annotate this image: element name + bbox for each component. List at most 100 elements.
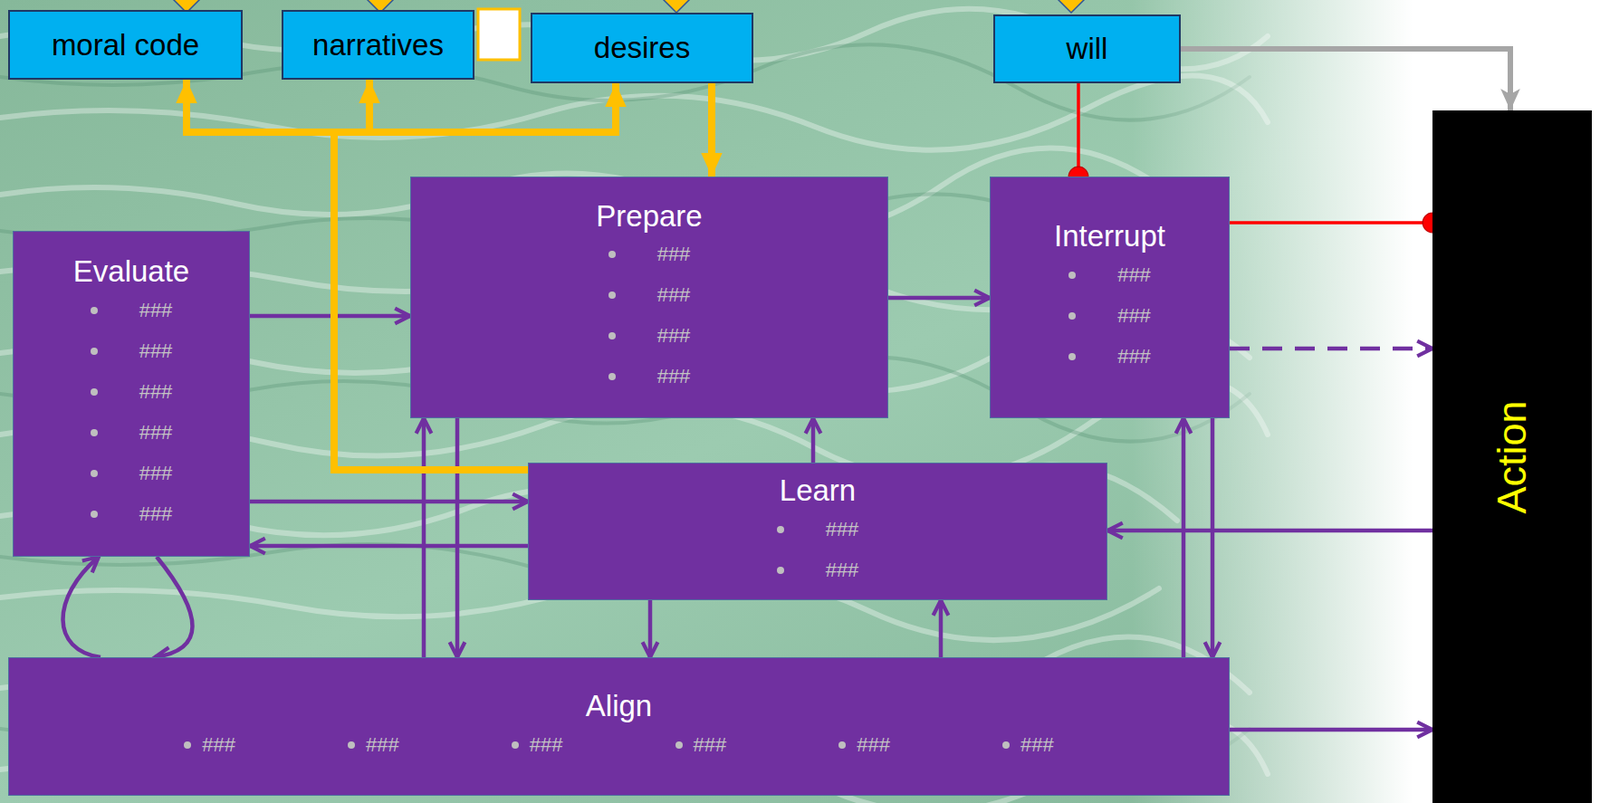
connector-line	[1181, 418, 1187, 658]
bullet-item: ###	[511, 724, 564, 766]
bullet-dot	[511, 741, 519, 749]
bullet-text: ###	[139, 339, 173, 364]
connector-line	[1180, 48, 1511, 111]
connector-arrow	[711, 83, 713, 177]
input-box: moral code	[8, 9, 243, 80]
bullet-dot	[90, 469, 98, 478]
bullet-text: ###	[825, 517, 860, 542]
bullet-dot	[608, 373, 616, 381]
connector-line	[1229, 220, 1433, 225]
connector-group	[62, 48, 1511, 730]
connector-arrow	[1229, 729, 1433, 731]
yellow-diamond	[663, 0, 690, 13]
bullet-dot	[608, 250, 616, 259]
bullet-text: ###	[1020, 733, 1054, 757]
bullet-dot	[90, 510, 98, 518]
bullet-item: ###	[608, 275, 691, 317]
input-box: will	[993, 14, 1181, 84]
action-bar: Action	[1432, 110, 1592, 803]
connector-arrow	[249, 316, 411, 317]
box-title: narratives	[303, 27, 453, 64]
box-title: moral code	[42, 27, 209, 64]
connector-line	[62, 556, 101, 658]
bullet-dot	[90, 388, 98, 396]
connector-line	[648, 600, 653, 658]
connector-arrow	[1078, 83, 1080, 177]
process-box: Align ### ### ### ### ### ###	[8, 657, 1230, 796]
bullet-dot	[1068, 312, 1076, 320]
connector-arrow	[1183, 418, 1185, 658]
connector-line	[1107, 528, 1433, 534]
bullet-dot	[90, 429, 98, 437]
bullet-item: ###	[608, 356, 691, 398]
connector-arrow	[1229, 348, 1433, 350]
bullet-item: ###	[90, 452, 173, 494]
bullet-dot	[776, 526, 785, 534]
bullet-dot	[608, 332, 616, 340]
bullet-dot	[347, 741, 355, 749]
bullet-text: ###	[139, 461, 173, 486]
bullet-item: ###	[90, 289, 173, 331]
box-title: Evaluate	[73, 253, 190, 290]
connector-arrow	[249, 546, 528, 547]
connector-line	[708, 83, 716, 177]
process-box: Prepare ### ### ### ###	[410, 176, 889, 419]
water-ripples	[0, 9, 1268, 803]
bullet-item: ###	[1002, 724, 1054, 766]
bullet-dot	[776, 566, 785, 575]
bullet-item: ###	[675, 724, 728, 766]
connector-arrow	[1229, 222, 1433, 224]
bullet-text: ###	[365, 733, 400, 757]
bullet-text: ###	[693, 733, 728, 757]
bullet-list: ### ###	[776, 508, 860, 591]
bullet-text: ###	[657, 242, 691, 267]
connector-line	[455, 418, 460, 658]
bullet-item: ###	[90, 371, 173, 412]
connector-arrow	[423, 418, 425, 658]
connector-line	[938, 600, 944, 658]
bullet-text: ###	[657, 283, 691, 307]
input-box: desires	[530, 12, 754, 84]
connector-line	[249, 499, 528, 505]
bullet-item: ###	[90, 330, 173, 372]
yellow-square	[478, 9, 520, 60]
connector-line	[249, 544, 528, 549]
box-title: Prepare	[595, 198, 702, 235]
connector-line	[888, 296, 990, 301]
bullet-text: ###	[139, 502, 173, 527]
connector-arrow	[940, 600, 942, 658]
box-title: Action	[1489, 400, 1535, 514]
bullet-text: ###	[529, 733, 564, 757]
bullet-item: ###	[90, 493, 173, 535]
connector-line	[1229, 346, 1433, 352]
connector-arrow	[888, 297, 990, 299]
bullet-dot	[838, 741, 846, 749]
bullet-item: ###	[838, 724, 891, 766]
bullet-item: ###	[347, 724, 400, 766]
bullet-text: ###	[825, 558, 860, 583]
bullet-item: ###	[90, 411, 173, 453]
bullet-item: ###	[1068, 335, 1151, 377]
bullet-item: ###	[776, 549, 860, 591]
process-box: Learn ### ###	[527, 462, 1108, 601]
box-title: will	[1057, 30, 1118, 68]
box-title: Align	[585, 688, 652, 725]
connector-arrow	[457, 418, 459, 658]
bullet-text: ###	[657, 364, 691, 389]
connector-line	[421, 418, 427, 658]
bullet-dot	[608, 291, 616, 299]
bullet-text: ###	[657, 324, 691, 348]
bullet-dot	[1068, 271, 1076, 279]
bullet-text: ###	[139, 421, 173, 445]
connector-arrow	[1212, 418, 1214, 658]
bullet-item: ###	[1068, 295, 1151, 336]
bullet-list: ### ### ### ###	[608, 234, 691, 398]
connector-arrow	[1180, 48, 1511, 111]
bullet-list: ### ### ### ### ### ###	[90, 289, 173, 535]
box-title: Learn	[779, 472, 856, 509]
connector-arrow	[249, 501, 528, 503]
bullet-text: ###	[1117, 263, 1151, 288]
bullet-text: ###	[201, 733, 236, 757]
